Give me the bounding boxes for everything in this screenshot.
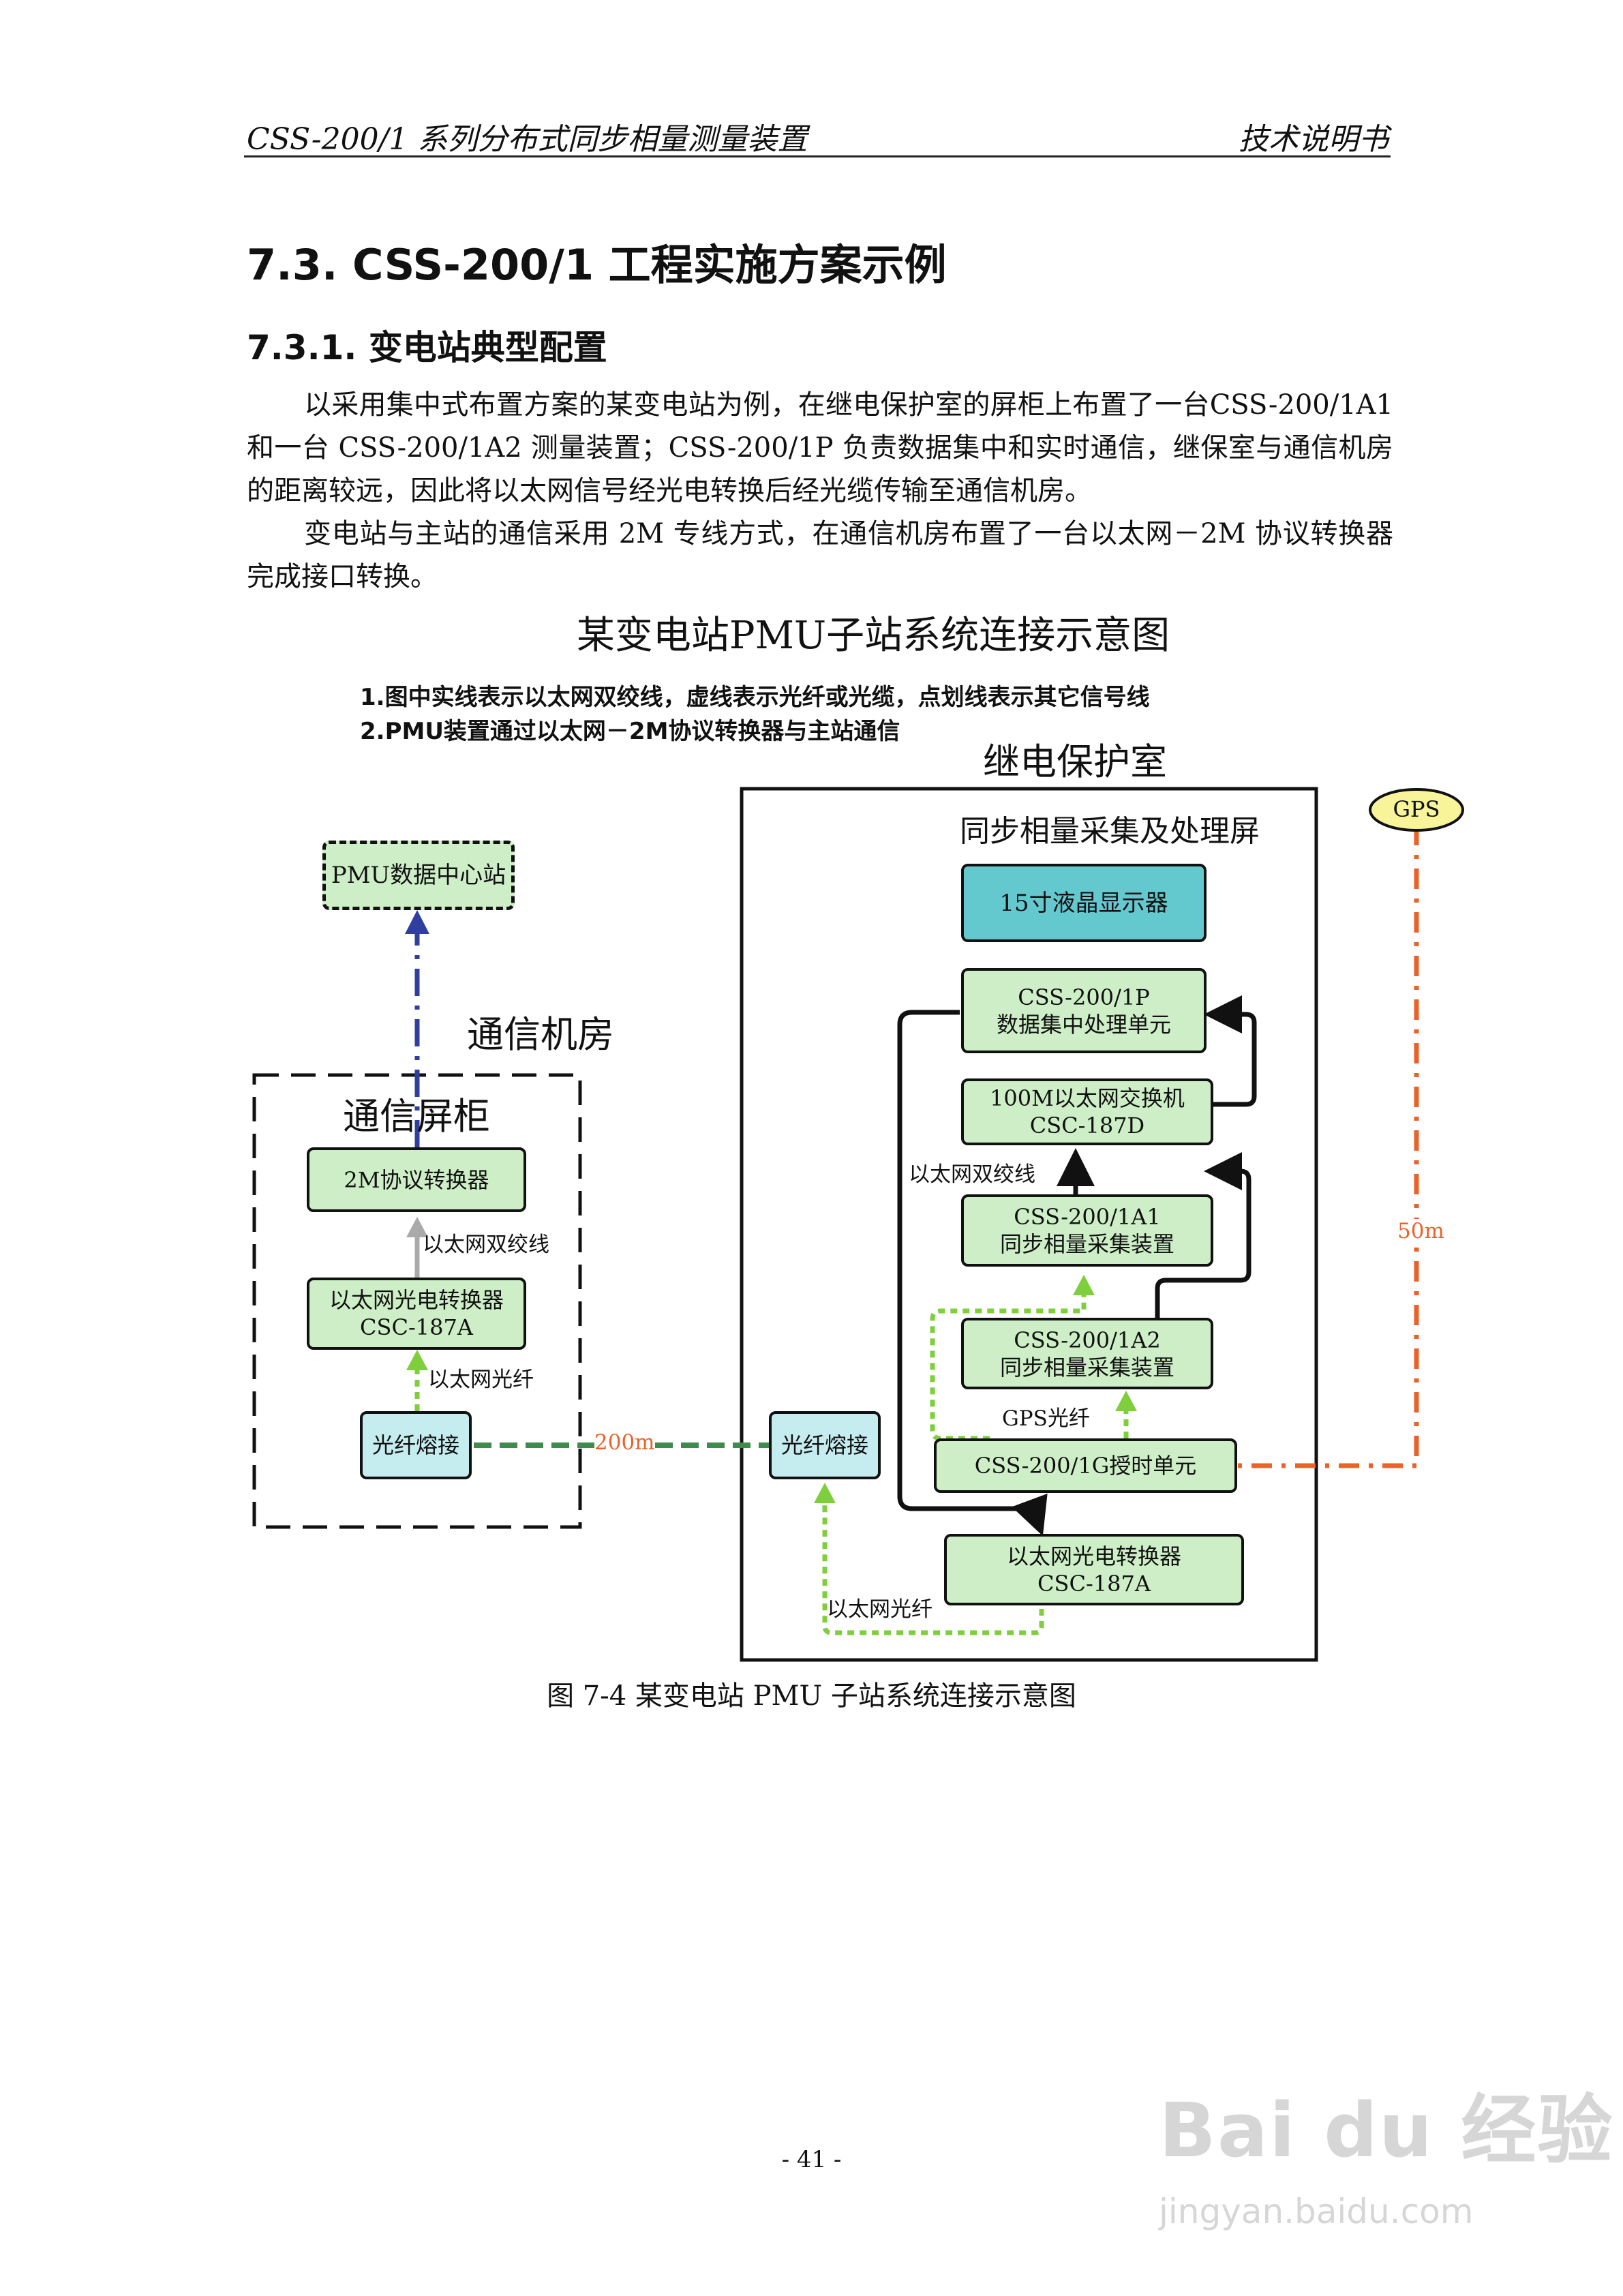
pmu-data-center-box: PMU数据中心站 bbox=[322, 841, 515, 910]
gps-fiber-link-1 bbox=[930, 1275, 1095, 1441]
baidu-watermark-url: jingyan.baidu.com bbox=[1159, 2192, 1474, 2231]
css-1g-timing-box: CSS-200/1G授时单元 bbox=[934, 1438, 1237, 1493]
fiber-splice-right-box: 光纤熔接 bbox=[769, 1411, 881, 1479]
css-1a1-box: CSS-200/1A1 同步相量采集装置 bbox=[961, 1194, 1213, 1267]
gps-fiber-label: GPS光纤 bbox=[1002, 1406, 1090, 1431]
subsection-title: 7.3.1. 变电站典型配置 bbox=[247, 328, 607, 367]
header-rule bbox=[244, 155, 1391, 157]
gps-fiber-link-2 bbox=[1115, 1391, 1137, 1438]
relay-room-label: 继电保护室 bbox=[983, 740, 1167, 783]
comm-cabinet-label: 通信屏柜 bbox=[343, 1095, 490, 1138]
css-1p-box: CSS-200/1P 数据集中处理单元 bbox=[961, 968, 1207, 1053]
header-right: 技术说明书 bbox=[1239, 122, 1389, 157]
eth-optical-converter-left-box: 以太网光电转换器 CSC-187A bbox=[307, 1278, 526, 1350]
sync-panel-label: 同步相量采集及处理屏 bbox=[960, 814, 1260, 849]
paragraph-2: 变电站与主站的通信采用 2M 专线方式，在通信机房布置了一台以太网－2M 协议转… bbox=[247, 518, 1393, 592]
fiber-left-link bbox=[406, 1350, 428, 1411]
body-text: 以采用集中式布置方案的某变电站为例，在继电保护室的屏柜上布置了一台CSS-200… bbox=[247, 384, 1393, 599]
converter-2m-box: 2M协议转换器 bbox=[307, 1147, 526, 1212]
eth-optical-converter-right-box: 以太网光电转换器 CSC-187A bbox=[944, 1534, 1244, 1605]
fiber-bottom-label: 以太网光纤 bbox=[827, 1597, 932, 1622]
figure-caption: 图 7-4 某变电站 PMU 子站系统连接示意图 bbox=[547, 1680, 1076, 1712]
relay-room-frame bbox=[740, 787, 1318, 1662]
header-left: CSS-200/1 系列分布式同步相量测量装置 bbox=[247, 122, 808, 157]
distance-50m-label: 50m bbox=[1397, 1219, 1444, 1243]
page-number: - 41 - bbox=[781, 2146, 842, 2173]
fiber-splice-left-box: 光纤熔接 bbox=[360, 1411, 472, 1479]
css-1a2-box: CSS-200/1A2 同步相量采集装置 bbox=[961, 1318, 1213, 1389]
eth-1a2-switch bbox=[1155, 1152, 1252, 1318]
distance-200m-label: 200m bbox=[594, 1430, 655, 1455]
blue-link bbox=[405, 910, 429, 1147]
ethernet-switch-box: 100M以太网交换机 CSC-187D bbox=[961, 1078, 1213, 1145]
baidu-watermark-logo: Bai du 经验 bbox=[1159, 2087, 1614, 2174]
comm-room-label: 通信机房 bbox=[467, 1013, 614, 1056]
twisted-pair-left-label: 以太网双绞线 bbox=[423, 1233, 549, 1257]
gps-label: GPS bbox=[1393, 796, 1440, 822]
section-title: 7.3. CSS-200/1 工程实施方案示例 bbox=[247, 240, 947, 290]
fiber-bottom-link bbox=[814, 1483, 1044, 1635]
lcd-display-box: 15寸液晶显示器 bbox=[961, 864, 1207, 942]
gps-signal-50m bbox=[1237, 825, 1419, 1468]
eth-1p-converter bbox=[897, 1010, 1048, 1537]
eth-switch-1p bbox=[1204, 995, 1257, 1107]
diagram-note-2: 2.PMU装置通过以太网－2M协议转换器与主站通信 bbox=[360, 718, 900, 745]
paragraph-1: 以采用集中式布置方案的某变电站为例，在继电保护室的屏柜上布置了一台CSS-200… bbox=[247, 389, 1393, 507]
twisted-pair-right-label: 以太网双绞线 bbox=[909, 1162, 1035, 1187]
fiber-left-label: 以太网光纤 bbox=[428, 1368, 534, 1392]
grey-link bbox=[406, 1217, 428, 1278]
diagram-note-1: 1.图中实线表示以太网双绞线，虚线表示光纤或光缆，点划线表示其它信号线 bbox=[360, 684, 1150, 711]
diagram-title: 某变电站PMU子站系统连接示意图 bbox=[576, 614, 1170, 658]
gps-ellipse bbox=[1369, 788, 1464, 832]
